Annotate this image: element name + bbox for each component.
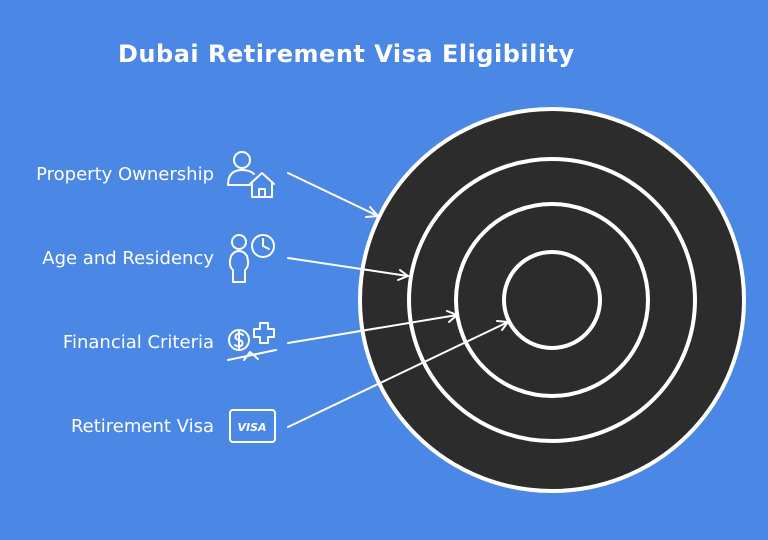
arrows <box>287 172 509 428</box>
label-property-ownership: Property Ownership <box>36 164 214 185</box>
arrow-financial-criteria <box>287 310 458 344</box>
person-house-icon <box>227 151 275 198</box>
label-age-and-residency: Age and Residency <box>42 248 214 269</box>
arrow-age-and-residency <box>287 257 409 281</box>
arrow-property-ownership <box>287 172 379 218</box>
label-financial-criteria: Financial Criteria <box>62 332 214 353</box>
arrow-retirement-visa <box>287 320 509 428</box>
diagram-title: Dubai Retirement Visa Eligibility <box>118 40 575 68</box>
money-balance-icon <box>227 322 277 361</box>
target-ring-center <box>502 250 602 350</box>
target <box>358 107 746 493</box>
visa-card-icon: VISA <box>229 409 276 443</box>
person-clock-icon <box>228 234 275 283</box>
visa-card-text: VISA <box>237 421 266 434</box>
label-retirement-visa: Retirement Visa <box>70 416 214 437</box>
